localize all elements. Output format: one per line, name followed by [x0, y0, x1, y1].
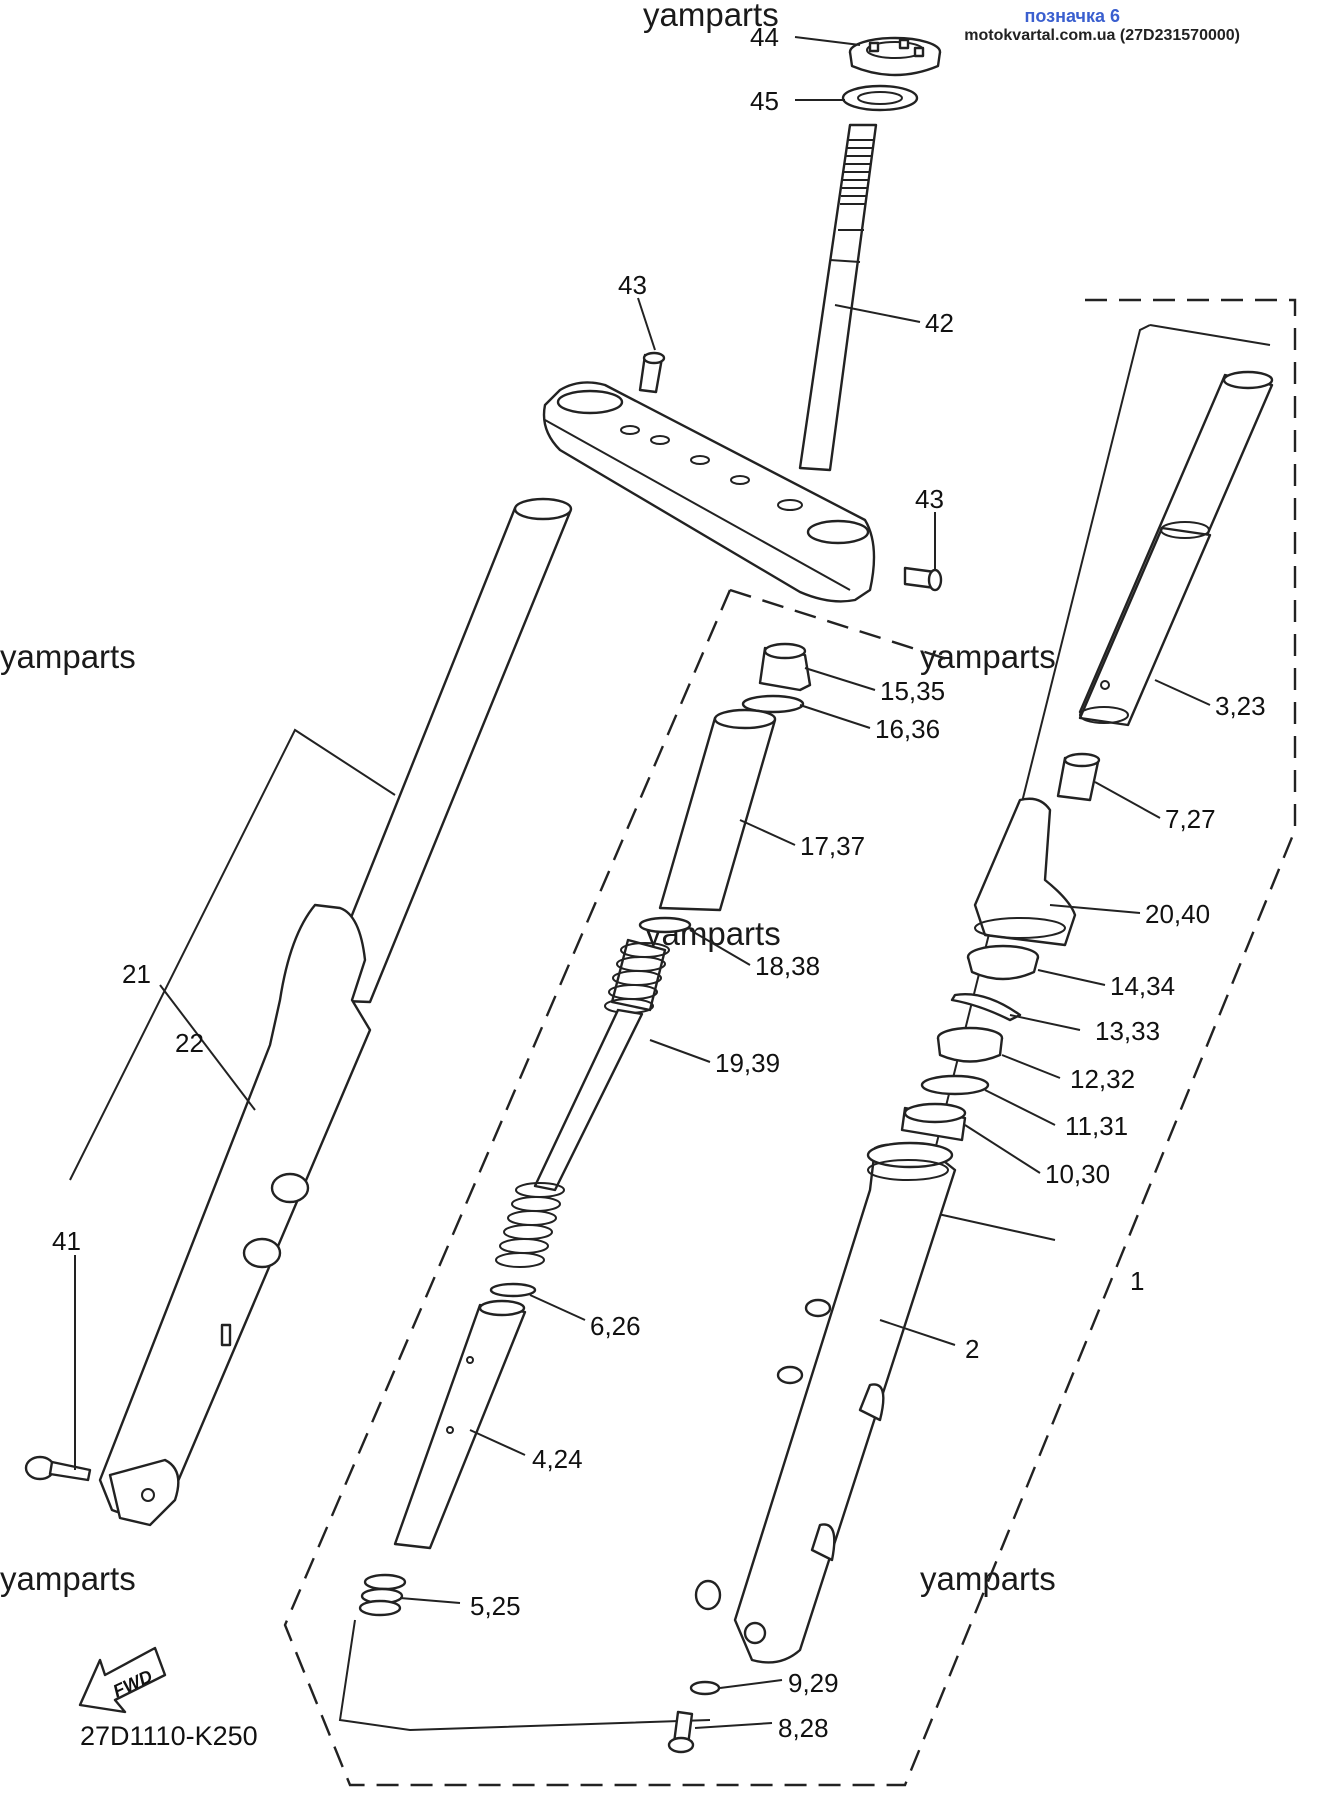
part-41-bolt — [24, 1455, 92, 1482]
fwd-arrow-icon: FWD — [78, 1646, 167, 1714]
header-label: позначка 6 — [1024, 6, 1121, 26]
part-8-bolt — [667, 1710, 695, 1754]
callout-3-23: 3,23 — [1215, 691, 1266, 721]
watermark-right-bottom: yamparts — [920, 1560, 1056, 1597]
callout-18-38: 18,38 — [755, 951, 820, 981]
part-3-inner-tube — [1078, 370, 1274, 727]
callout-41: 41 — [52, 1226, 81, 1256]
callout-7-27: 7,27 — [1165, 804, 1216, 834]
part-21-22-fork-leg-assembled — [98, 497, 573, 1527]
part-4-damper-rod — [393, 1299, 527, 1550]
callout-16-36: 16,36 — [875, 714, 940, 744]
part-43-bolt-upper — [638, 351, 666, 394]
callout-15-35: 15,35 — [880, 676, 945, 706]
part-19-fork-spring — [495, 938, 670, 1268]
leader-lines — [74, 36, 1211, 1729]
callout-20-40: 20,40 — [1145, 899, 1210, 929]
assembly-outline-outer — [283, 298, 1297, 1787]
part-45-washer — [841, 84, 919, 112]
callout-4-24: 4,24 — [532, 1444, 583, 1474]
part-10-guide-bush — [900, 1102, 967, 1142]
part-9-washer — [689, 1680, 721, 1696]
bracket-left-leg — [69, 728, 396, 1181]
part-7-bushing — [1056, 752, 1101, 802]
callout-42: 42 — [925, 308, 954, 338]
callout-5-25: 5,25 — [470, 1591, 521, 1621]
part-13-clip — [950, 993, 1022, 1022]
callout-14-34: 14,34 — [1110, 971, 1175, 1001]
watermark-top: yamparts — [643, 0, 779, 33]
part-43-bolt-lower — [903, 566, 943, 592]
part-12-oil-seal — [936, 1026, 1004, 1063]
part-14-dust-seal — [966, 944, 1040, 981]
part-18-spring-seat — [638, 916, 692, 934]
part-20-cover — [973, 797, 1077, 947]
part-under-bracket — [542, 381, 876, 603]
part-44-steering-nut — [848, 36, 942, 77]
bracket-damper — [338, 1619, 711, 1732]
callout-11-31: 11,31 — [1065, 1111, 1128, 1141]
callout-2: 2 — [965, 1334, 979, 1364]
part-6-ring — [489, 1282, 537, 1298]
watermark-left-bottom: yamparts — [0, 1560, 136, 1597]
callout-8-28: 8,28 — [778, 1713, 829, 1743]
bracket-inner-tube — [1149, 324, 1271, 346]
bracket-inner-tube-left — [918, 324, 1151, 1241]
diagram-code: 27D1110-K250 — [80, 1721, 258, 1751]
callout-45: 45 — [750, 86, 779, 116]
part-2-outer-tube — [694, 1141, 957, 1664]
callout-22: 22 — [175, 1028, 204, 1058]
callout-43-upper: 43 — [618, 270, 647, 300]
assembly-outline-inner — [729, 588, 951, 662]
callout-19-39: 19,39 — [715, 1048, 780, 1078]
callout-10-30: 10,30 — [1045, 1159, 1110, 1189]
callout-1: 1 — [1130, 1266, 1144, 1296]
header-source: motokvartal.com.ua (27D231570000) — [964, 27, 1240, 44]
part-42-steering-stem — [798, 123, 878, 472]
callout-13-33: 13,33 — [1095, 1016, 1160, 1046]
watermark-left-mid: yamparts — [0, 638, 136, 675]
callout-21: 21 — [122, 959, 151, 989]
part-11-washer — [920, 1074, 990, 1096]
callout-9-29: 9,29 — [788, 1668, 839, 1698]
part-15-cap-bolt — [758, 642, 812, 692]
callout-43-lower: 43 — [915, 484, 944, 514]
callout-44: 44 — [750, 22, 779, 52]
callout-6-26: 6,26 — [590, 1311, 641, 1341]
part-5-oil-lock-piece — [358, 1573, 407, 1617]
part-16-o-ring — [741, 694, 805, 714]
part-17-spacer — [658, 708, 777, 912]
callout-17-37: 17,37 — [800, 831, 865, 861]
callout-12-32: 12,32 — [1070, 1064, 1135, 1094]
